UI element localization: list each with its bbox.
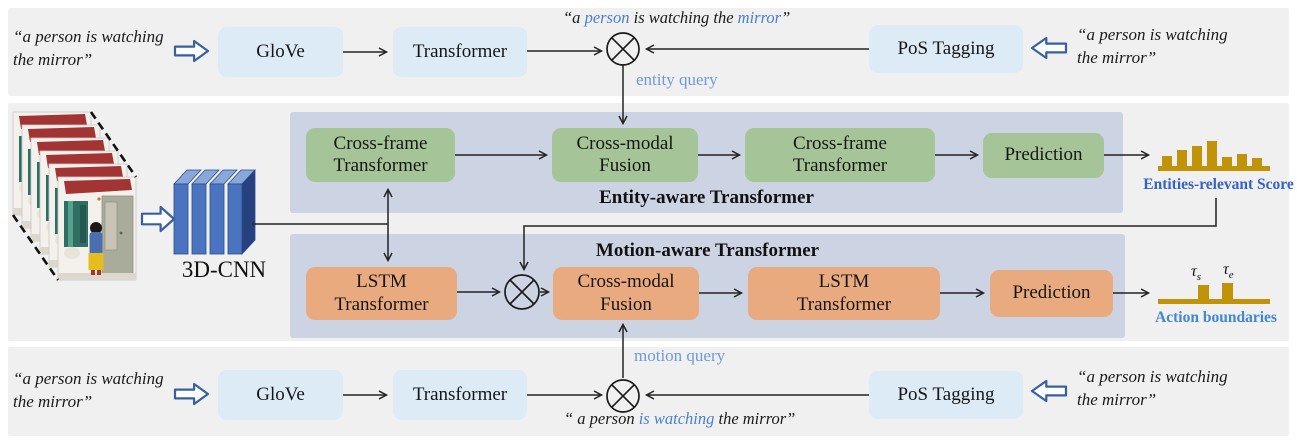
quote-line: “a person is watching <box>1077 367 1228 386</box>
entity-panel-title: Entity-aware Transformer <box>599 187 814 208</box>
quote-part: “ a person <box>564 409 639 428</box>
box-label: GloVe <box>256 40 305 62</box>
box-label: LSTM <box>356 271 407 293</box>
quote-line: “a person is watching <box>13 27 164 46</box>
entity-prediction-box: Prediction <box>983 133 1104 178</box>
box-label: Cross-modal <box>577 271 675 293</box>
score-bar <box>1252 158 1262 166</box>
boundary-marker-start <box>1198 285 1209 299</box>
highlighted-sentence-motion: “ a person is watching the mirror” <box>564 408 795 430</box>
tau-glyph: τ <box>1191 263 1197 280</box>
box-label: PoS Tagging <box>897 383 995 405</box>
input-sentence-top-right: “a person is watching the mirror” <box>1077 24 1228 69</box>
motion-query-label: motion query <box>634 346 726 365</box>
box-label: Fusion <box>600 293 652 315</box>
tau-start-label: τs <box>1191 263 1201 283</box>
box-label: Transformer <box>412 40 508 62</box>
motion-prediction-box: Prediction <box>990 270 1113 317</box>
entity-cross-modal-fusion-box: Cross-modal Fusion <box>552 128 698 182</box>
video-frames-icon <box>11 111 138 281</box>
box-label: Prediction <box>1012 282 1091 304</box>
quote-part: “a <box>563 8 585 27</box>
timeline-icon <box>1158 299 1270 304</box>
input-sentence-bottom-right: “a person is watching the mirror” <box>1077 366 1228 411</box>
score-bars-icon <box>1158 138 1270 171</box>
box-label: Transformer <box>412 383 508 405</box>
glove-box-top: GloVe <box>218 27 343 77</box>
motion-lstm-transformer-1-box: LSTM Transformer <box>306 267 457 320</box>
action-boundaries-label: Action boundaries <box>1155 309 1277 326</box>
quote-line: the mirror” <box>1077 47 1157 67</box>
score-bar <box>1162 156 1172 166</box>
entity-query-label: entity query <box>636 70 718 89</box>
box-label: Cross-modal <box>576 132 674 154</box>
input-sentence-top-left: “a person is watching the mirror” <box>13 26 164 71</box>
tau-subscript: e <box>1228 269 1234 282</box>
score-baseline <box>1158 166 1270 171</box>
box-label: GloVe <box>256 383 305 405</box>
quote-line: “a person is watching <box>13 369 164 388</box>
box-label: Transformer <box>334 293 429 315</box>
box-label: Transformer <box>792 155 888 176</box>
glove-box-bottom: GloVe <box>218 370 343 420</box>
box-label: Fusion <box>599 155 651 176</box>
box-label: PoS Tagging <box>897 37 995 59</box>
motion-lstm-transformer-2-box: LSTM Transformer <box>748 267 940 320</box>
entity-cross-frame-transformer-2-box: Cross-frame Transformer <box>745 128 935 182</box>
tau-subscript: s <box>1196 271 1202 284</box>
quote-part: is watching the <box>629 8 738 27</box>
highlighted-noun: mirror <box>737 8 782 27</box>
score-bar <box>1207 141 1217 166</box>
box-label: Transformer <box>333 155 428 176</box>
tau-end-label: τe <box>1223 261 1234 281</box>
entity-cross-frame-transformer-1-box: Cross-frame Transformer <box>306 128 455 182</box>
transformer-box-bottom: Transformer <box>393 370 527 420</box>
box-label: Cross-frame <box>333 132 428 154</box>
box-label: LSTM <box>818 271 870 293</box>
quote-line: the mirror” <box>1077 389 1157 409</box>
pos-tagging-box-bottom: PoS Tagging <box>869 371 1023 419</box>
tau-glyph: τ <box>1223 261 1229 278</box>
score-bar <box>1237 154 1247 166</box>
3d-cnn-icon <box>173 168 256 256</box>
boundary-marker-end <box>1222 283 1233 299</box>
stack-depth-dash-top <box>89 111 138 178</box>
box-label: Transformer <box>796 293 892 315</box>
cnn-label: 3D-CNN <box>181 257 267 282</box>
box-label: Prediction <box>1004 144 1083 166</box>
motion-cross-modal-fusion-box: Cross-modal Fusion <box>553 267 699 320</box>
highlighted-sentence-entity: “a person is watching the mirror” <box>563 7 790 29</box>
input-sentence-bottom-left: “a person is watching the mirror” <box>13 368 164 413</box>
quote-line: the mirror” <box>13 49 93 69</box>
highlighted-verb: is watching <box>638 409 715 428</box>
quote-line: “a person is watching <box>1077 25 1228 44</box>
pos-tagging-box-top: PoS Tagging <box>869 25 1023 73</box>
quote-part: ” <box>781 8 791 27</box>
quote-line: the mirror” <box>13 391 93 411</box>
quote-part: the mirror” <box>714 409 796 428</box>
entities-relevant-score-label: Entities-relevant Score <box>1143 176 1294 193</box>
box-label: Cross-frame <box>793 132 887 154</box>
motion-panel-title: Motion-aware Transformer <box>595 240 820 261</box>
score-bar <box>1177 150 1187 166</box>
score-bar <box>1222 157 1232 166</box>
stack-depth-dash-bottom <box>11 214 60 281</box>
transformer-box-top: Transformer <box>393 27 527 77</box>
score-bar <box>1192 146 1202 166</box>
highlighted-noun: person <box>584 8 630 27</box>
